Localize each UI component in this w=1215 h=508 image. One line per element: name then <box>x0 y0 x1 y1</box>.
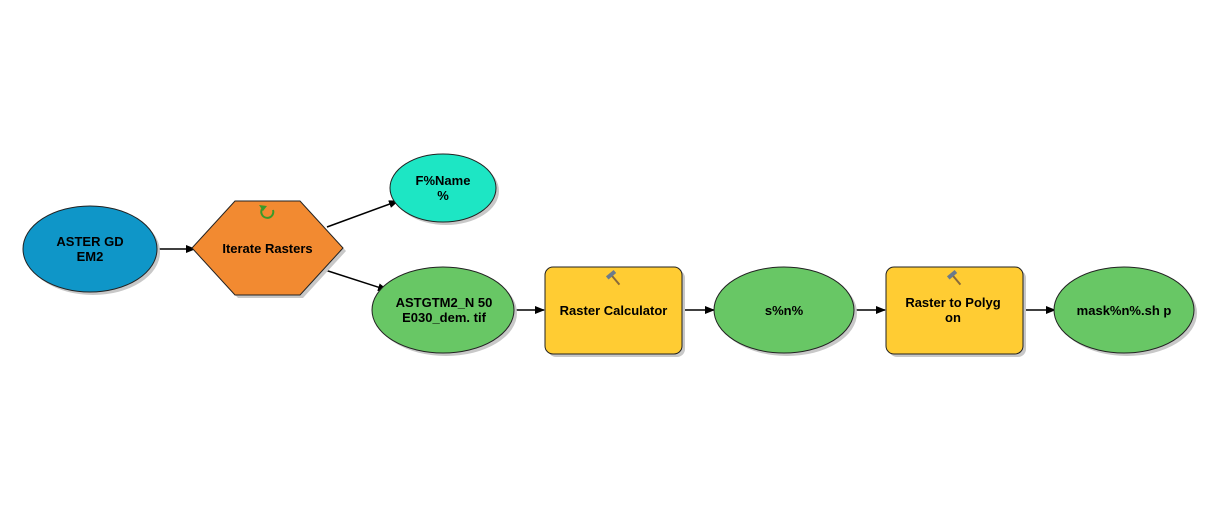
refresh-icon <box>259 205 275 219</box>
node-aster-gdem2[interactable] <box>22 205 160 295</box>
raster-to-polygon-label: Raster to Polygon <box>905 295 1001 325</box>
connector-iterate-tif <box>324 269 388 292</box>
mask-shapefile-label: mask%n%.sh p <box>1076 302 1172 318</box>
node-mask-shapefile[interactable] <box>1053 266 1197 356</box>
node-iterate-rasters[interactable] <box>191 200 346 298</box>
node-raster-calculator[interactable] <box>544 266 685 357</box>
raster-calculator-label: Raster Calculator <box>559 302 668 318</box>
hammer-icon <box>946 269 962 286</box>
astgtm2-tif-label: ASTGTM2_N 50E030_dem. tif <box>395 295 493 325</box>
aster-gdem2-label: ASTER GDEM2 <box>56 234 124 264</box>
hammer-icon <box>605 269 621 286</box>
fname-label: F%Name % <box>415 173 471 203</box>
node-astgtm2-tif[interactable] <box>371 266 517 356</box>
node-raster-to-polygon[interactable] <box>885 266 1026 357</box>
node-fname-value[interactable] <box>389 153 499 225</box>
connector-iterate-fname <box>326 200 399 228</box>
iterate-rasters-label: Iterate Rasters <box>222 240 313 256</box>
node-sn-raster[interactable] <box>713 266 857 356</box>
sn-label: s%n% <box>764 302 804 318</box>
